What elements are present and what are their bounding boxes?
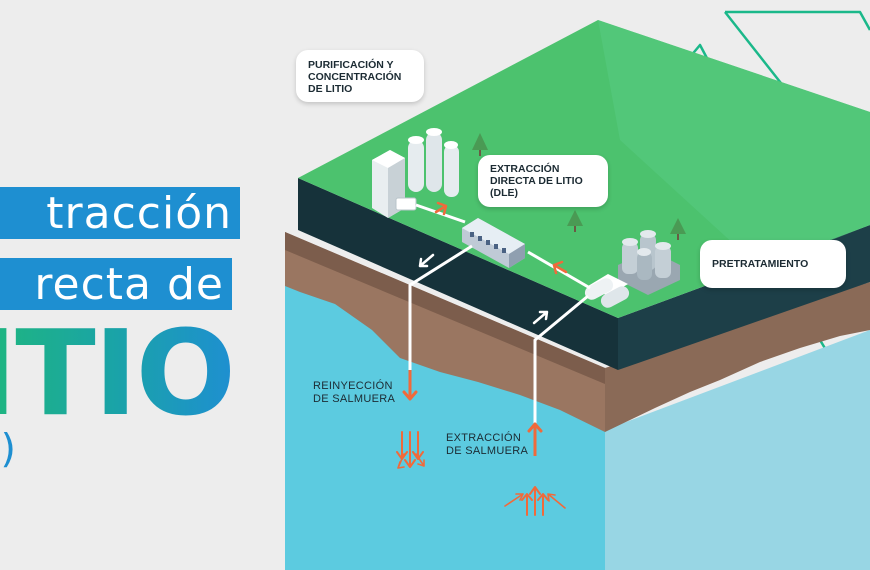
label-extraction-line-1: EXTRACCIÓN [446, 432, 522, 444]
title-text-2: recta de [34, 258, 224, 310]
label-brine-reinjection: REINYECCIÓN DE SALMUERA [313, 380, 395, 406]
label-brine-extraction: EXTRACCIÓN DE SALMUERA [446, 432, 528, 458]
callout-purification-line-2: CONCENTRACIÓN [308, 71, 402, 83]
title-text-4: ) [0, 432, 16, 472]
title-line-1: tracción [0, 187, 240, 239]
callout-dle-line-3: (DLE) [490, 187, 518, 199]
surface-pipes [527, 250, 591, 290]
storage-tanks-icon [584, 274, 630, 308]
title-text-1: tracción [46, 187, 232, 239]
label-extraction-line-2: DE SALMUERA [446, 445, 529, 457]
title-line-3: ITIO [0, 312, 240, 422]
dle-unit-icon [462, 218, 525, 268]
brine-water-front [285, 262, 605, 570]
title-line-2: recta de [0, 258, 232, 310]
label-reinjection-line-2: DE SALMUERA [313, 393, 396, 405]
callout-dle-line-2: DIRECTA DE LITIO [490, 175, 583, 187]
title-line-4: ) [0, 432, 20, 480]
callout-dle: EXTRACCIÓN DIRECTA DE LITIO (DLE) [478, 155, 608, 207]
soil-layer-side [605, 282, 870, 432]
pretreatment-plant-icon [618, 230, 680, 295]
title-text-3: ITIO [0, 312, 236, 422]
callout-purification-line-1: PURIFICACIÓN Y [308, 59, 394, 71]
label-reinjection-line-1: REINYECCIÓN [313, 380, 393, 392]
purification-plant-icon [372, 128, 466, 224]
callout-pretreatment: PRETRATAMIENTO [700, 240, 846, 288]
grass-top-gradient [598, 20, 870, 268]
callout-dle-line-1: EXTRACCIÓN [490, 163, 560, 175]
earth-slab-front [298, 178, 618, 370]
flow-arrows [396, 201, 568, 516]
callout-purification-line-3: DE LITIO [308, 83, 353, 95]
brine-water-side [605, 330, 870, 570]
tree-icons [472, 133, 686, 240]
callout-purification: PURIFICACIÓN Y CONCENTRACIÓN DE LITIO [296, 50, 424, 102]
callout-pretreatment-line-1: PRETRATAMIENTO [712, 258, 809, 270]
soil-layer-front-shade [285, 232, 605, 384]
